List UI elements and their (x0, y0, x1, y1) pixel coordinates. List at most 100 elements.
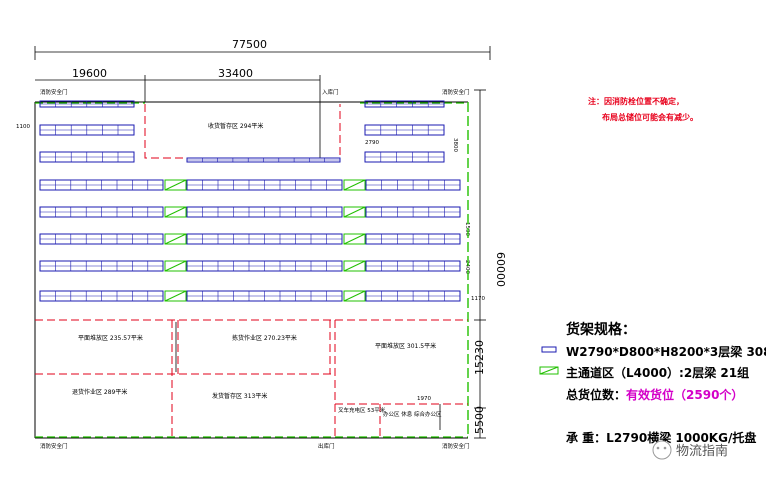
rack-layer (39, 100, 461, 302)
area-mid-right: 平面堆放区 301.5平米 (375, 342, 436, 350)
dimension-lines (34, 46, 491, 439)
main-aisle-patch (164, 179, 187, 191)
rack-row (186, 179, 343, 191)
area-bottom-small-2: 办公区 休息 综合办公区 (383, 410, 442, 418)
legend-aisle: 主通道区（L4000）:2层梁 21组 (566, 365, 749, 380)
wechat-icon (652, 440, 672, 460)
rack-row (39, 233, 164, 245)
aisle-outline (343, 206, 366, 218)
door-top-mid: 入库门 (322, 88, 339, 96)
rack-row (186, 260, 343, 272)
wechat-icon-eye-left (656, 446, 660, 450)
rack-row (365, 179, 461, 191)
area-bottom-small-1: 叉车充电区 53平米 (338, 406, 386, 414)
aisle-hatch (343, 233, 366, 245)
dim-total-width: 77500 (232, 38, 267, 51)
note-line-2: 布局总储位可能会有减少。 (601, 112, 698, 122)
legend-rack-swatch (541, 346, 557, 353)
legend-load: 承 重：L2790横梁 1000KG/托盘 (566, 430, 756, 445)
aisle-hatch (164, 233, 187, 245)
main-aisle-patch (164, 233, 187, 245)
main-aisle-patch (343, 233, 366, 245)
door-top-left: 消防安全门 (40, 88, 68, 96)
main-aisle-patch (343, 179, 366, 191)
rack-row (365, 260, 461, 272)
dim-1970: 1970 (417, 396, 431, 402)
rack-row (186, 206, 343, 218)
legend-total-highlight: 有效货位（2590个） (626, 387, 743, 402)
dim-left-width: 19600 (72, 67, 107, 80)
main-aisle-patch (164, 290, 187, 302)
note-line-1: 注：因消防栓位置不确定， (588, 96, 684, 106)
rack-row (39, 124, 135, 136)
rack-row (39, 151, 135, 163)
watermark-text: 物流指南 (676, 443, 728, 459)
dim-1100: 1100 (16, 124, 30, 130)
dim-1590: 1590 (464, 222, 470, 236)
dim-3800: 3800 (452, 138, 458, 152)
rack-row (186, 157, 341, 163)
rack-row (364, 151, 445, 163)
dim-2790: 2790 (365, 140, 379, 146)
rack-row (365, 290, 461, 302)
rack-row (39, 179, 164, 191)
aisle-hatch (164, 206, 187, 218)
door-bottom-mid: 出库门 (318, 442, 335, 450)
aisle-hatch (164, 290, 187, 302)
aisle-hatch (343, 290, 366, 302)
rack-row (365, 233, 461, 245)
rack-row (39, 100, 135, 108)
aisle-hatch (343, 260, 366, 272)
area-mid-center: 拣货作业区 270.23平米 (232, 334, 297, 342)
dim-mid-width: 33400 (218, 67, 253, 80)
rack-row (39, 206, 164, 218)
aisle-outline (164, 179, 187, 191)
aisle-outline (164, 233, 187, 245)
aisle-hatch (343, 206, 366, 218)
legend-aisle-hatch (539, 366, 559, 375)
main-aisle-patch (343, 206, 366, 218)
door-top-right: 消防安全门 (442, 88, 470, 96)
door-bottom-left: 消防安全门 (40, 442, 68, 450)
aisle-outline (343, 179, 366, 191)
dim-5500: 5500 (473, 406, 486, 434)
rack-row (364, 100, 445, 108)
rack-row (186, 233, 343, 245)
legend-total-prefix: 总货位数：有效货位（2590个） (566, 387, 743, 402)
door-bottom-right: 消防安全门 (442, 442, 470, 450)
aisle-outline (164, 206, 187, 218)
rack-row (39, 290, 164, 302)
rack-row (364, 124, 445, 136)
legend-rack: W2790*D800*H8200*3层梁 308组 (566, 344, 766, 359)
area-mid-left: 平面堆放区 235.57平米 (78, 334, 143, 342)
wechat-icon-eye-right (663, 446, 667, 450)
zone-boundaries (35, 104, 468, 438)
aisle-hatch (343, 179, 366, 191)
area-bottom-center: 发货暂存区 313平米 (212, 392, 267, 400)
aisle-outline (343, 290, 366, 302)
rack-row (365, 206, 461, 218)
legend: 货架规格： W2790*D800*H8200*3层梁 308组 主通道区（L40… (539, 321, 766, 445)
main-aisle-patch (343, 260, 366, 272)
legend-title: 货架规格： (565, 321, 636, 338)
legend-total-label: 总货位数： (566, 387, 626, 402)
rack-row (186, 290, 343, 302)
aisle-outline (164, 260, 187, 272)
aisle-outline (343, 260, 366, 272)
dim-total-height: 60000 (494, 252, 507, 287)
inner-walls (175, 102, 441, 430)
area-bottom-left: 退货作业区 289平米 (72, 388, 127, 396)
legend-aisle-swatch (539, 366, 559, 375)
main-aisle-patch (164, 206, 187, 218)
dim-15230: 15230 (473, 340, 486, 375)
aisle-outline (164, 290, 187, 302)
aisle-hatch (164, 179, 187, 191)
rack-row (39, 260, 164, 272)
dim-1170: 1170 (471, 296, 485, 302)
dim-2400: 2400 (464, 260, 470, 274)
building-walls (34, 101, 469, 439)
watermark: 物流指南 (652, 440, 728, 460)
aisle-layer (164, 179, 366, 302)
